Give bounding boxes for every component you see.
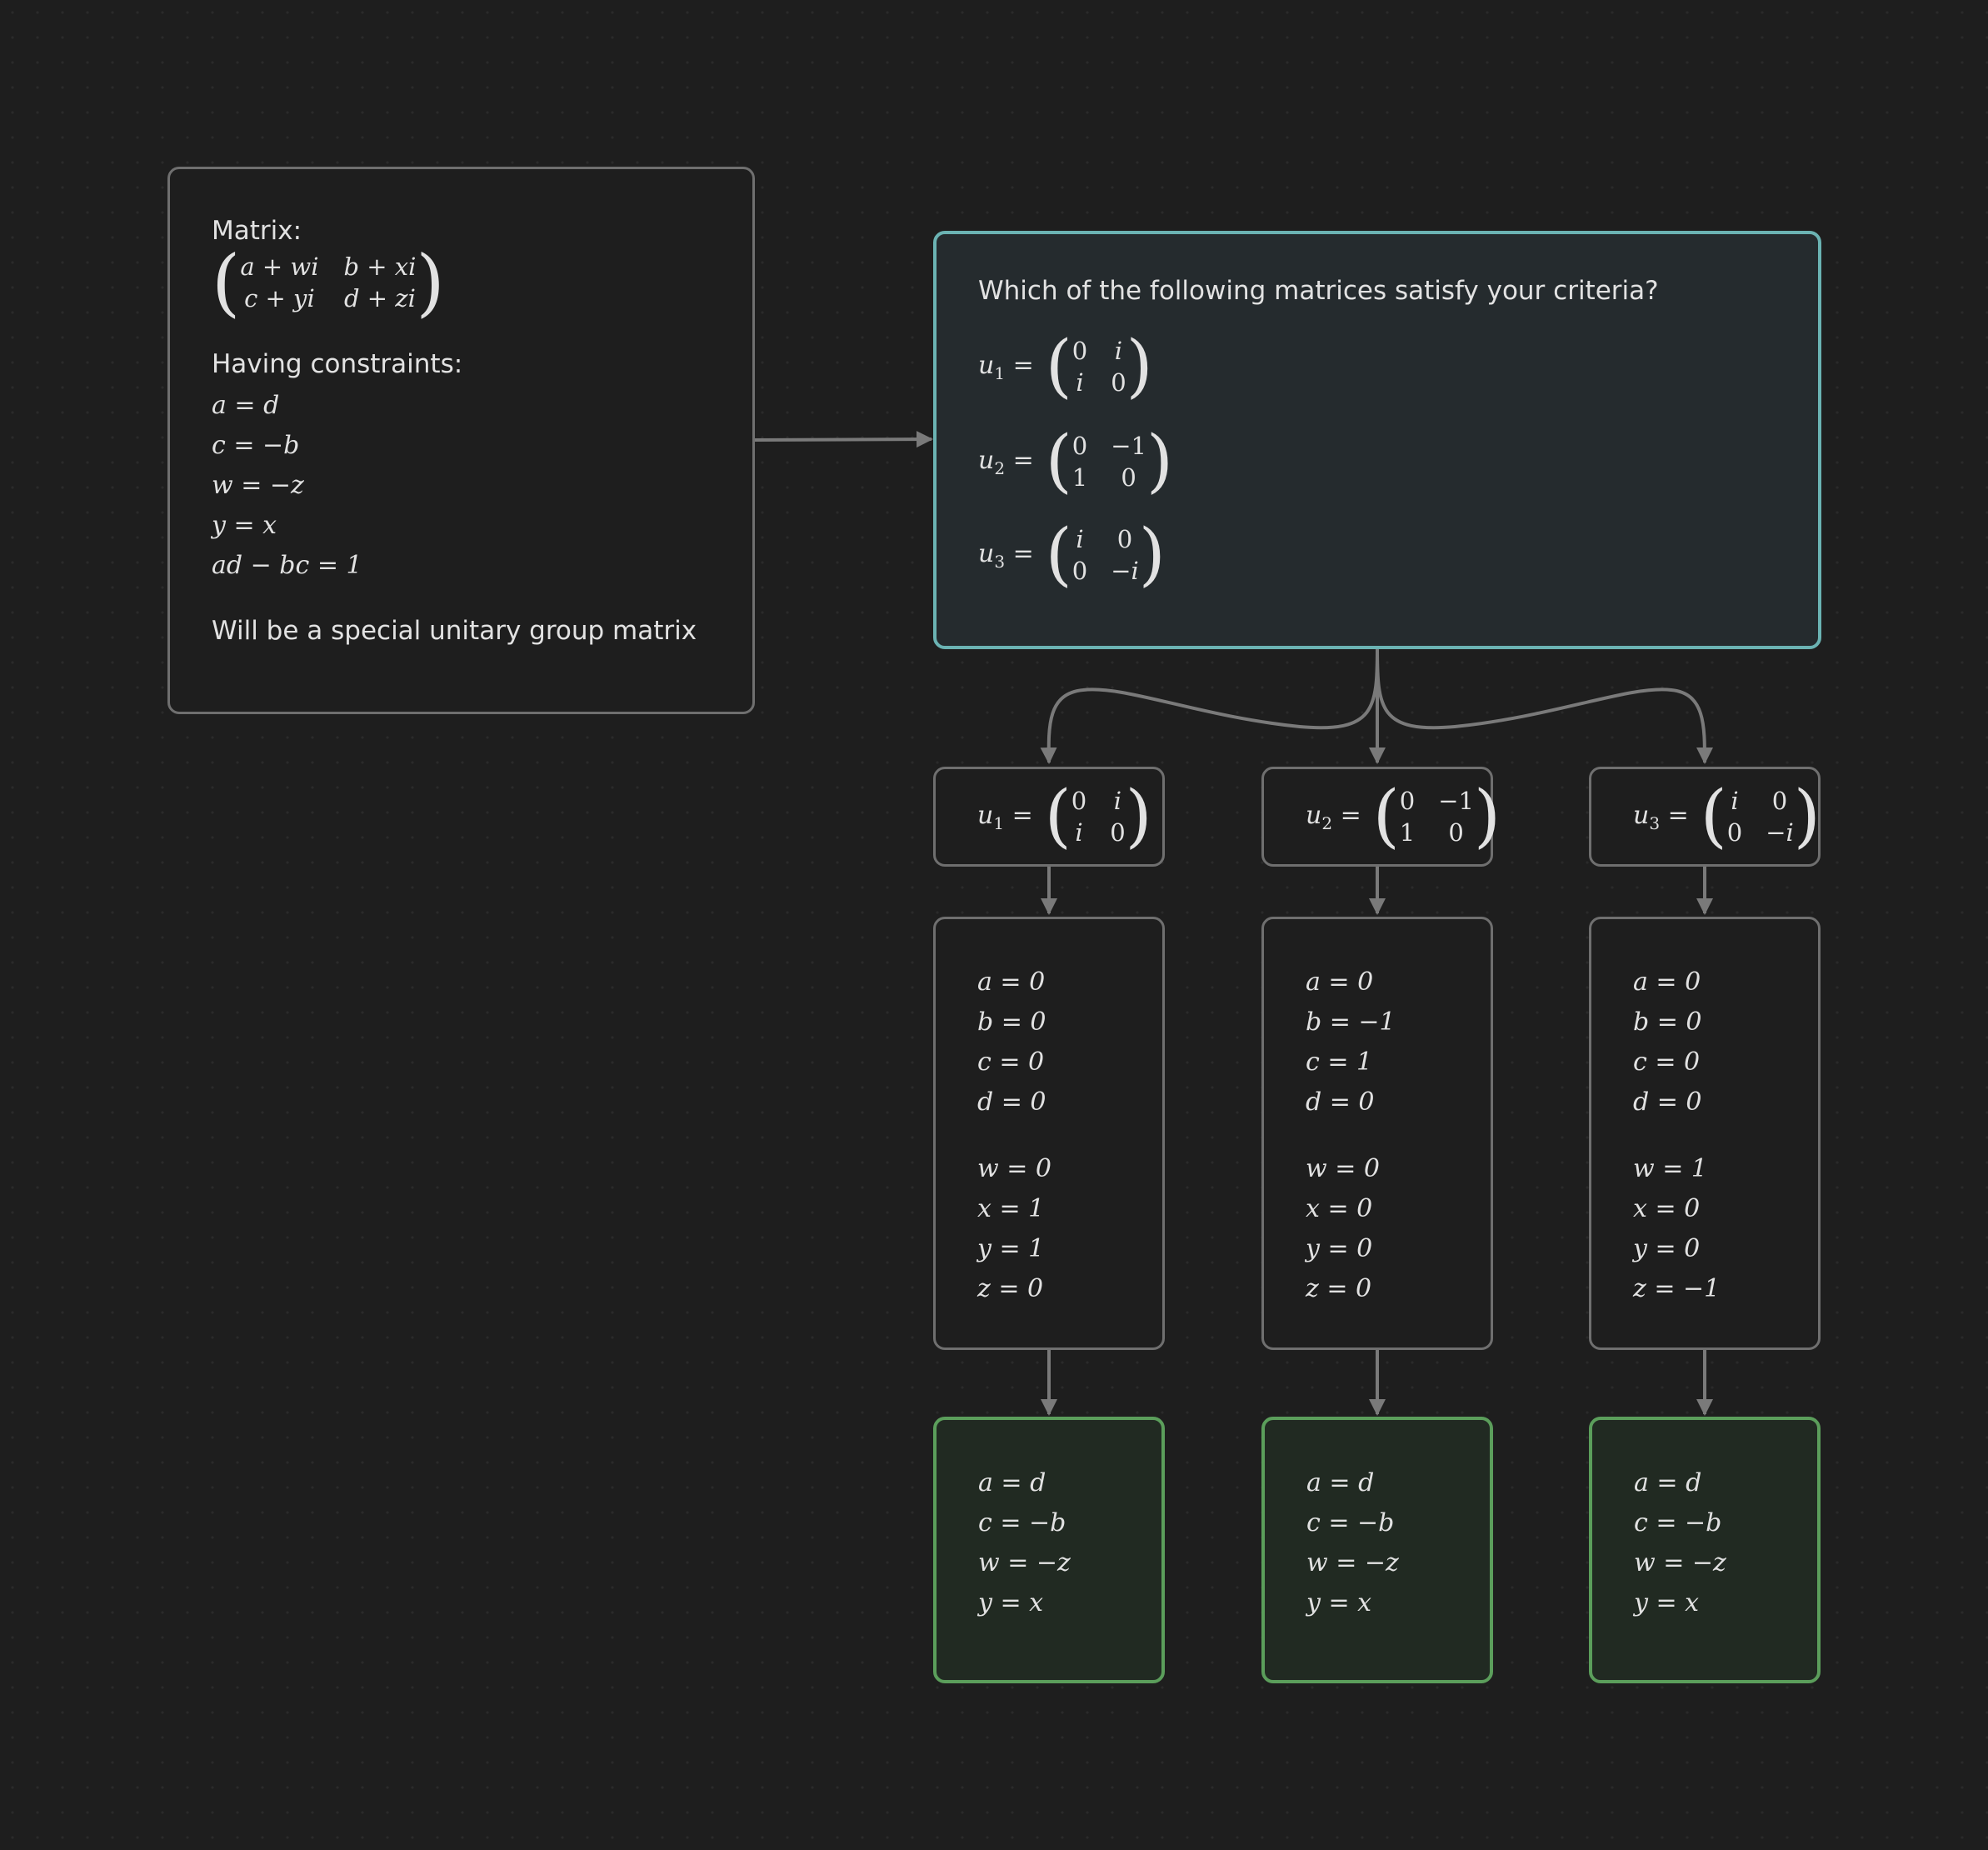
branch-values-u3[interactable]: a = 0 b = 0 c = 0 d = 0 w = 1 x = 0 y = … [1589,917,1821,1350]
matrix-cell: a + wi [240,252,319,281]
left-paren: ( [1700,777,1727,856]
constraint-line: a = d [212,391,280,420]
branch-values-u2[interactable]: a = 0 b = −1 c = 1 d = 0 w = 0 x = 0 y =… [1261,917,1493,1350]
value-line: b = −1 [1306,1008,1396,1037]
value-line: x = 0 [1306,1194,1373,1223]
right-paren: ) [1138,515,1166,594]
value-line: a = 0 [1633,968,1701,997]
right-paren: ) [1125,777,1152,856]
edge-matrix-to-question [752,431,933,448]
result-line: a = d [1306,1468,1375,1498]
right-paren: ) [1473,777,1501,856]
branch-result-u3[interactable]: a = d c = −b w = −z y = x [1589,1417,1821,1683]
value-line: w = 1 [1633,1154,1707,1183]
result-line: y = x [978,1588,1044,1618]
general-matrix: ( a + wi b + xi c + yi d + zi ) [212,246,445,319]
matrix-cell: c + yi [244,284,315,312]
matrix-label: u2 = [1306,800,1361,833]
right-paren: ) [416,239,445,325]
value-line: y = 1 [977,1234,1045,1263]
question-text: Which of the following matrices satisfy … [978,276,1659,306]
branch-values-u1[interactable]: a = 0 b = 0 c = 0 d = 0 w = 0 x = 1 y = … [933,917,1165,1350]
general-matrix-cells: a + wi b + xi c + yi d + zi [240,252,416,312]
value-line: d = 0 [1633,1088,1702,1117]
value-line: w = 0 [1306,1154,1380,1183]
result-line: y = x [1634,1588,1700,1618]
result-line: a = d [978,1468,1046,1498]
branch-result-u2[interactable]: a = d c = −b w = −z y = x [1261,1417,1493,1683]
question-card[interactable]: Which of the following matrices satisfy … [933,231,1821,649]
matrix-label: u1 = [977,800,1033,833]
value-line: y = 0 [1306,1234,1373,1263]
matrix-label: Matrix: [212,216,302,246]
value-line: c = 1 [1306,1048,1373,1077]
constraint-line: ad − bc = 1 [212,551,362,580]
branch-result-u1[interactable]: a = d c = −b w = −z y = x [933,1417,1165,1683]
value-line: y = 0 [1633,1234,1701,1263]
value-line: b = 0 [1633,1008,1702,1037]
result-line: c = −b [1634,1508,1722,1538]
right-paren: ) [1126,327,1153,406]
value-line: c = 0 [977,1048,1045,1077]
left-paren: ( [1045,327,1072,406]
value-line: c = 0 [1633,1048,1701,1077]
result-line: w = −z [1634,1548,1726,1578]
result-line: c = −b [978,1508,1066,1538]
result-line: w = −z [1306,1548,1399,1578]
left-paren: ( [1045,422,1072,501]
left-paren: ( [1044,777,1071,856]
value-line: z = 0 [977,1274,1044,1303]
value-line: d = 0 [1306,1088,1375,1117]
constraint-line: y = x [212,511,277,540]
matrix-cell: d + zi [344,284,416,312]
right-paren: ) [1793,777,1821,856]
value-line: z = −1 [1633,1274,1721,1303]
result-line: w = −z [978,1548,1071,1578]
option-label: u2 = [978,445,1034,478]
edge-question-to-u1 [1040,648,1379,764]
value-line: a = 0 [1306,968,1374,997]
edge-question-to-u3 [1376,648,1713,764]
left-paren: ( [212,239,241,325]
matrix-label: u3 = [1633,800,1689,833]
value-line: x = 1 [977,1194,1045,1223]
option-label: u1 = [978,350,1034,383]
constraint-line: w = −z [212,471,304,500]
left-paren: ( [1372,777,1400,856]
result-line: a = d [1634,1468,1702,1498]
value-line: x = 0 [1633,1194,1701,1223]
result-line: c = −b [1306,1508,1395,1538]
value-line: a = 0 [977,968,1046,997]
right-paren: ) [1146,422,1173,501]
left-paren: ( [1045,515,1072,594]
value-line: z = 0 [1306,1274,1372,1303]
result-line: y = x [1306,1588,1372,1618]
conclusion-text: Will be a special unitary group matrix [212,616,697,646]
constraint-line: c = −b [212,431,300,460]
value-line: b = 0 [977,1008,1046,1037]
value-line: w = 0 [977,1154,1051,1183]
matrix-cell: b + xi [343,252,417,281]
value-line: d = 0 [977,1088,1046,1117]
option-label: u3 = [978,538,1034,572]
matrix-definition-card[interactable]: Matrix: ( a + wi b + xi c + yi d + zi ) … [167,167,755,714]
constraints-label: Having constraints: [212,349,463,379]
